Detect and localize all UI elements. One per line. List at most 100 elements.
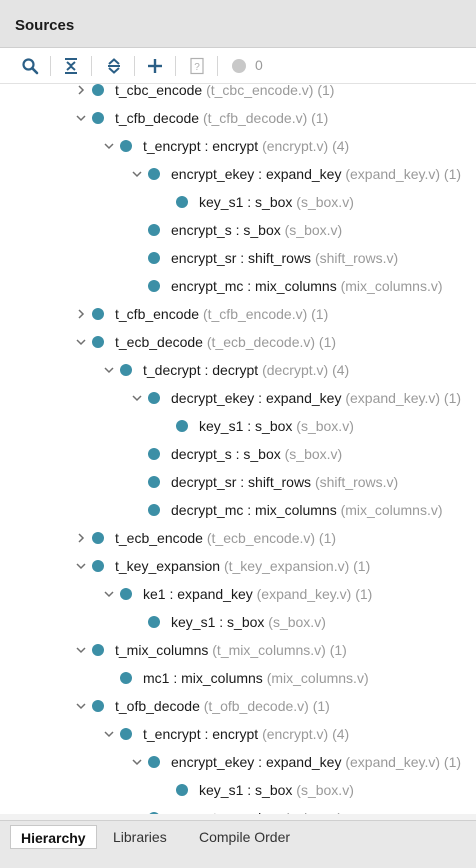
module-file: (s_box.v) xyxy=(296,194,354,210)
tree-row[interactable]: t_ecb_decode (t_ecb_decode.v) (1) xyxy=(0,328,476,356)
tree-item-label: mc1 : mix_columns (mix_columns.v) xyxy=(143,670,369,686)
tree-row[interactable]: decrypt_mc : mix_columns (mix_columns.v) xyxy=(0,496,476,524)
tree-item-label: ke1 : expand_key (expand_key.v) (1) xyxy=(143,586,372,602)
tree-row[interactable]: mc1 : mix_columns (mix_columns.v) xyxy=(0,664,476,692)
chevron-down-icon[interactable] xyxy=(130,391,144,405)
chevron-down-icon[interactable] xyxy=(74,699,88,713)
chevron-down-icon[interactable] xyxy=(74,643,88,657)
module-node-icon xyxy=(120,140,132,152)
tree-row[interactable]: encrypt_mc : mix_columns (mix_columns.v) xyxy=(0,272,476,300)
chevron-down-icon[interactable] xyxy=(102,363,116,377)
tree-row[interactable]: t_mix_columns (t_mix_columns.v) (1) xyxy=(0,636,476,664)
module-file: (t_cfb_encode.v) (1) xyxy=(202,306,329,322)
module-name: encrypt_ekey : expand_key xyxy=(171,754,342,770)
tree-row[interactable]: t_ecb_encode (t_ecb_encode.v) (1) xyxy=(0,524,476,552)
chevron-down-icon[interactable] xyxy=(74,111,88,125)
bottom-tabs: Hierarchy Libraries Compile Order xyxy=(0,820,476,868)
chevron-down-icon[interactable] xyxy=(74,335,88,349)
module-node-icon xyxy=(148,616,160,628)
module-name: key_s1 : s_box xyxy=(199,782,293,798)
module-node-icon xyxy=(176,196,188,208)
module-name: key_s1 : s_box xyxy=(199,418,293,434)
tree-row[interactable]: decrypt_s : s_box (s_box.v) xyxy=(0,440,476,468)
panel-header: Sources xyxy=(0,0,476,48)
tree-row[interactable]: encrypt_ekey : expand_key (expand_key.v)… xyxy=(0,160,476,188)
tree-item-label: key_s1 : s_box (s_box.v) xyxy=(199,194,354,210)
toolbar: ? 0 xyxy=(0,48,476,84)
module-node-icon xyxy=(148,448,160,460)
module-name: encrypt_s : s_box xyxy=(171,222,281,238)
tree-row[interactable]: ke1 : expand_key (expand_key.v) (1) xyxy=(0,580,476,608)
module-name: decrypt_s : s_box xyxy=(171,446,281,462)
tree-item-label: t_encrypt : encrypt (encrypt.v) (4) xyxy=(143,726,349,742)
module-node-icon xyxy=(148,280,160,292)
tree-row[interactable]: encrypt_s : s_box (s_box.v) xyxy=(0,216,476,244)
tree-row[interactable]: decrypt_sr : shift_rows (shift_rows.v) xyxy=(0,468,476,496)
unknown-file-button[interactable]: ? xyxy=(184,53,210,79)
chevron-down-icon[interactable] xyxy=(102,139,116,153)
horizontal-scrollbar[interactable] xyxy=(0,814,476,820)
module-node-icon xyxy=(92,700,104,712)
chevron-right-icon[interactable] xyxy=(74,307,88,321)
module-node-icon xyxy=(120,728,132,740)
module-file: (s_box.v) xyxy=(284,222,343,238)
module-file: (mix_columns.v) xyxy=(340,278,443,294)
module-file: (t_key_expansion.v) (1) xyxy=(223,558,371,574)
tree-row[interactable]: t_cfb_decode (t_cfb_decode.v) (1) xyxy=(0,104,476,132)
tab-compile-order[interactable]: Compile Order xyxy=(199,829,291,845)
tree-item-label: encrypt_ekey : expand_key (expand_key.v)… xyxy=(171,754,461,770)
tree-row[interactable]: decrypt_ekey : expand_key (expand_key.v)… xyxy=(0,384,476,412)
add-sources-button[interactable] xyxy=(142,53,168,79)
module-file: (t_cbc_encode.v) (1) xyxy=(206,82,335,98)
chevron-down-icon[interactable] xyxy=(102,587,116,601)
tree-row[interactable]: t_cbc_encode (t_cbc_encode.v) (1) xyxy=(0,76,476,104)
chevron-down-icon[interactable] xyxy=(130,167,144,181)
tree-row[interactable]: t_key_expansion (t_key_expansion.v) (1) xyxy=(0,552,476,580)
module-name: t_decrypt : decrypt xyxy=(143,362,259,378)
toolbar-separator xyxy=(50,56,51,76)
chevron-right-icon[interactable] xyxy=(74,83,88,97)
tree-item-label: t_ecb_decode (t_ecb_decode.v) (1) xyxy=(115,334,336,350)
module-node-icon xyxy=(92,560,104,572)
tree-row[interactable]: t_decrypt : decrypt (decrypt.v) (4) xyxy=(0,356,476,384)
tree-row[interactable]: key_s1 : s_box (s_box.v) xyxy=(0,188,476,216)
toolbar-separator xyxy=(217,56,218,76)
module-file: (mix_columns.v) xyxy=(266,670,369,686)
module-file: (mix_columns.v) xyxy=(340,502,443,518)
module-file: (expand_key.v) (1) xyxy=(345,754,462,770)
tab-hierarchy[interactable]: Hierarchy xyxy=(10,825,97,849)
module-name: t_ecb_encode xyxy=(115,530,203,546)
chevron-down-icon[interactable] xyxy=(130,755,144,769)
module-node-icon xyxy=(148,504,160,516)
search-button[interactable] xyxy=(17,53,43,79)
tree-row[interactable]: t_encrypt : encrypt (encrypt.v) (4) xyxy=(0,132,476,160)
chevron-right-icon[interactable] xyxy=(74,531,88,545)
module-name: key_s1 : s_box xyxy=(171,614,265,630)
tab-libraries[interactable]: Libraries xyxy=(113,829,167,845)
hierarchy-tree: t_cbc_encode (t_cbc_encode.v) (1) t_cfb_d… xyxy=(0,76,476,820)
collapse-all-button[interactable] xyxy=(58,53,84,79)
tree-row[interactable]: encrypt_sr : shift_rows (shift_rows.v) xyxy=(0,244,476,272)
module-file: (s_box.v) xyxy=(284,446,343,462)
status-indicator[interactable] xyxy=(226,53,252,79)
tree-row[interactable]: t_encrypt : encrypt (encrypt.v) (4) xyxy=(0,720,476,748)
module-file: (encrypt.v) (4) xyxy=(262,726,350,742)
chevron-down-icon[interactable] xyxy=(74,559,88,573)
tree-item-label: t_cbc_encode (t_cbc_encode.v) (1) xyxy=(115,82,334,98)
tree-item-label: t_encrypt : encrypt (encrypt.v) (4) xyxy=(143,138,349,154)
tree-row[interactable]: encrypt_ekey : expand_key (expand_key.v)… xyxy=(0,748,476,776)
module-node-icon xyxy=(148,392,160,404)
module-name: decrypt_mc : mix_columns xyxy=(171,502,337,518)
expand-all-button[interactable] xyxy=(101,53,127,79)
chevron-down-icon[interactable] xyxy=(102,727,116,741)
tree-row[interactable]: key_s1 : s_box (s_box.v) xyxy=(0,776,476,804)
module-file: (t_ecb_decode.v) (1) xyxy=(206,334,337,350)
tree-row[interactable]: t_cfb_encode (t_cfb_encode.v) (1) xyxy=(0,300,476,328)
module-name: t_mix_columns xyxy=(115,642,209,658)
tree-row[interactable]: key_s1 : s_box (s_box.v) xyxy=(0,608,476,636)
module-file: (encrypt.v) (4) xyxy=(262,138,350,154)
module-name: key_s1 : s_box xyxy=(199,194,293,210)
tree-row[interactable]: key_s1 : s_box (s_box.v) xyxy=(0,412,476,440)
tree-row[interactable]: t_ofb_decode (t_ofb_decode.v) (1) xyxy=(0,692,476,720)
